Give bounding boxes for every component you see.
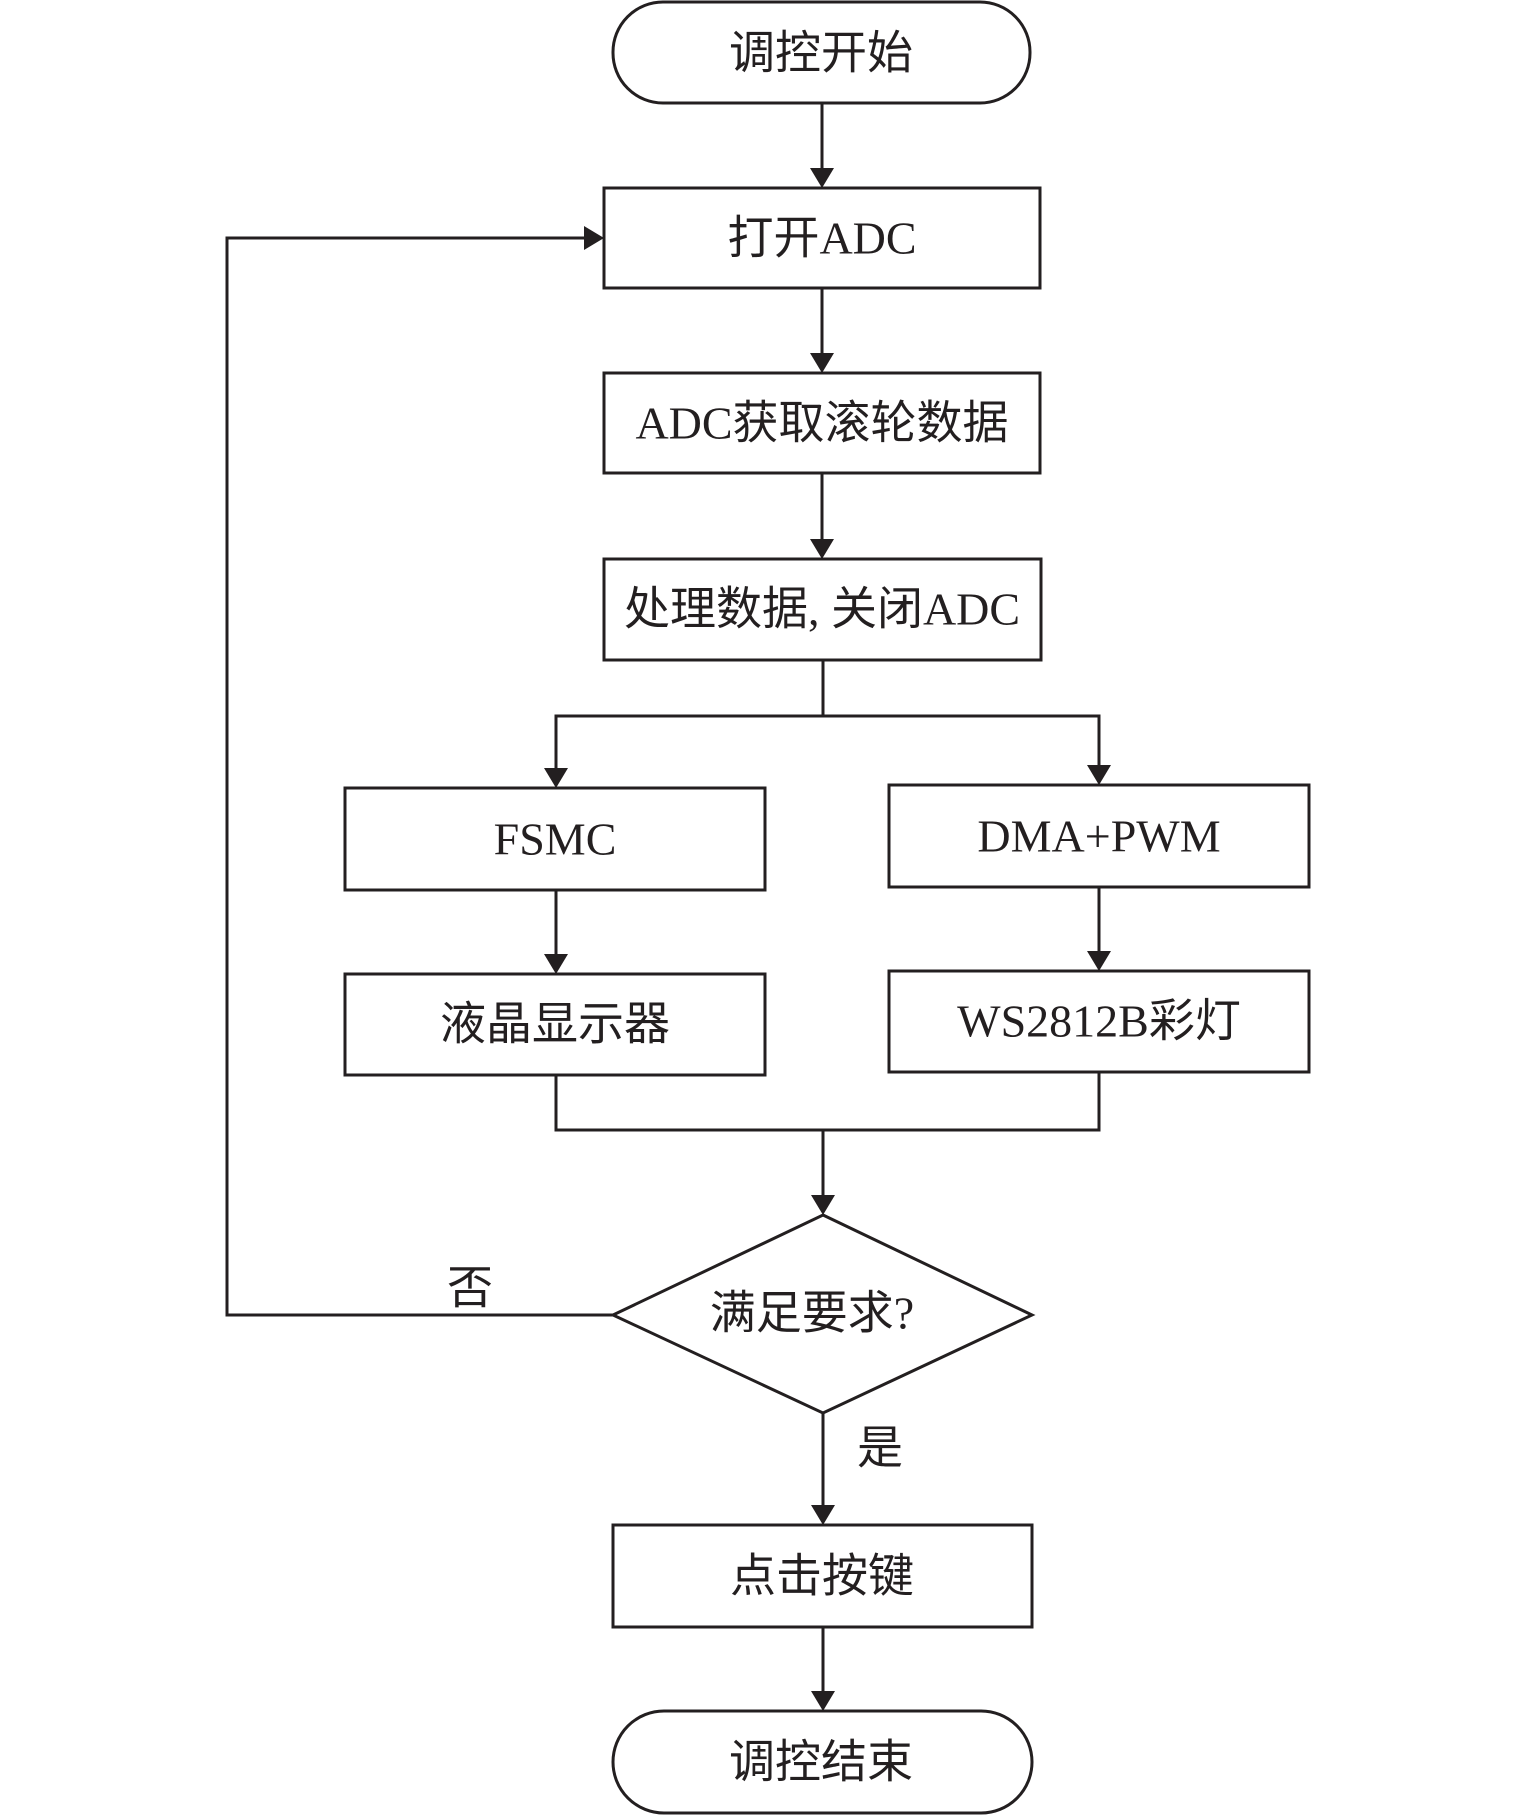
node-ws2812b: WS2812B彩灯: [887, 969, 1311, 1074]
node-press-key: 点击按键: [611, 1523, 1034, 1629]
node-fsmc: FSMC: [343, 786, 767, 892]
edge-label-no: 否: [447, 1263, 493, 1314]
arrowhead-fsmc: [544, 768, 568, 788]
arrowhead-process: [810, 539, 834, 559]
node-process: 处理数据, 关闭ADC: [602, 557, 1043, 662]
ws2812b-label: WS2812B彩灯: [957, 996, 1241, 1047]
node-start: 调控开始: [611, 0, 1032, 105]
node-open-adc: 打开ADC: [602, 186, 1042, 290]
edge-process-split-right: [823, 714, 1101, 767]
process-label: 处理数据, 关闭ADC: [624, 584, 1020, 635]
adc-read-box: [602, 371, 1042, 475]
edge-decision-no-loop: [225, 236, 613, 1317]
edge-process-split: [554, 660, 825, 771]
node-dma-pwm: DMA+PWM: [887, 783, 1311, 889]
press-key-label: 点击按键: [730, 1551, 914, 1602]
ws2812b-box: [887, 969, 1311, 1074]
lcd-label: 液晶显示器: [440, 999, 670, 1050]
end-terminator-shape: [611, 1709, 1034, 1815]
press-key-box: [611, 1523, 1034, 1629]
decision-diamond: [609, 1213, 1036, 1415]
lcd-box: [343, 972, 767, 1077]
node-adc-read: ADC获取滚轮数据: [602, 371, 1042, 475]
node-end: 调控结束: [611, 1709, 1034, 1815]
arrowhead-open-adc: [810, 168, 834, 188]
connectors: [225, 103, 1111, 1711]
decision-label: 满足要求?: [710, 1288, 914, 1339]
dma-pwm-label: DMA+PWM: [977, 811, 1220, 862]
arrowhead-end: [811, 1691, 835, 1711]
edge-label-yes: 是: [857, 1423, 903, 1474]
fsmc-box: [343, 786, 767, 892]
arrowhead-ws2812b: [1087, 951, 1111, 971]
process-box: [602, 557, 1043, 662]
node-lcd: 液晶显示器: [343, 972, 767, 1077]
arrowhead-lcd: [544, 954, 568, 974]
arrowhead-adc-read: [810, 353, 834, 373]
arrowhead-loop-open-adc: [584, 226, 604, 250]
open-adc-label: 打开ADC: [727, 213, 916, 264]
arrowhead-dma-pwm: [1087, 765, 1111, 785]
node-decision: 满足要求?: [609, 1213, 1036, 1415]
start-terminator-shape: [611, 0, 1032, 105]
dma-pwm-box: [887, 783, 1311, 889]
start-label: 调控开始: [729, 28, 913, 79]
edge-merge: [554, 1072, 1101, 1132]
end-label: 调控结束: [729, 1737, 913, 1788]
arrowhead-decision: [811, 1195, 835, 1215]
open-adc-box: [602, 186, 1042, 290]
arrowhead-press-key: [811, 1505, 835, 1525]
fsmc-label: FSMC: [494, 814, 617, 865]
adc-read-label: ADC获取滚轮数据: [635, 398, 1008, 449]
